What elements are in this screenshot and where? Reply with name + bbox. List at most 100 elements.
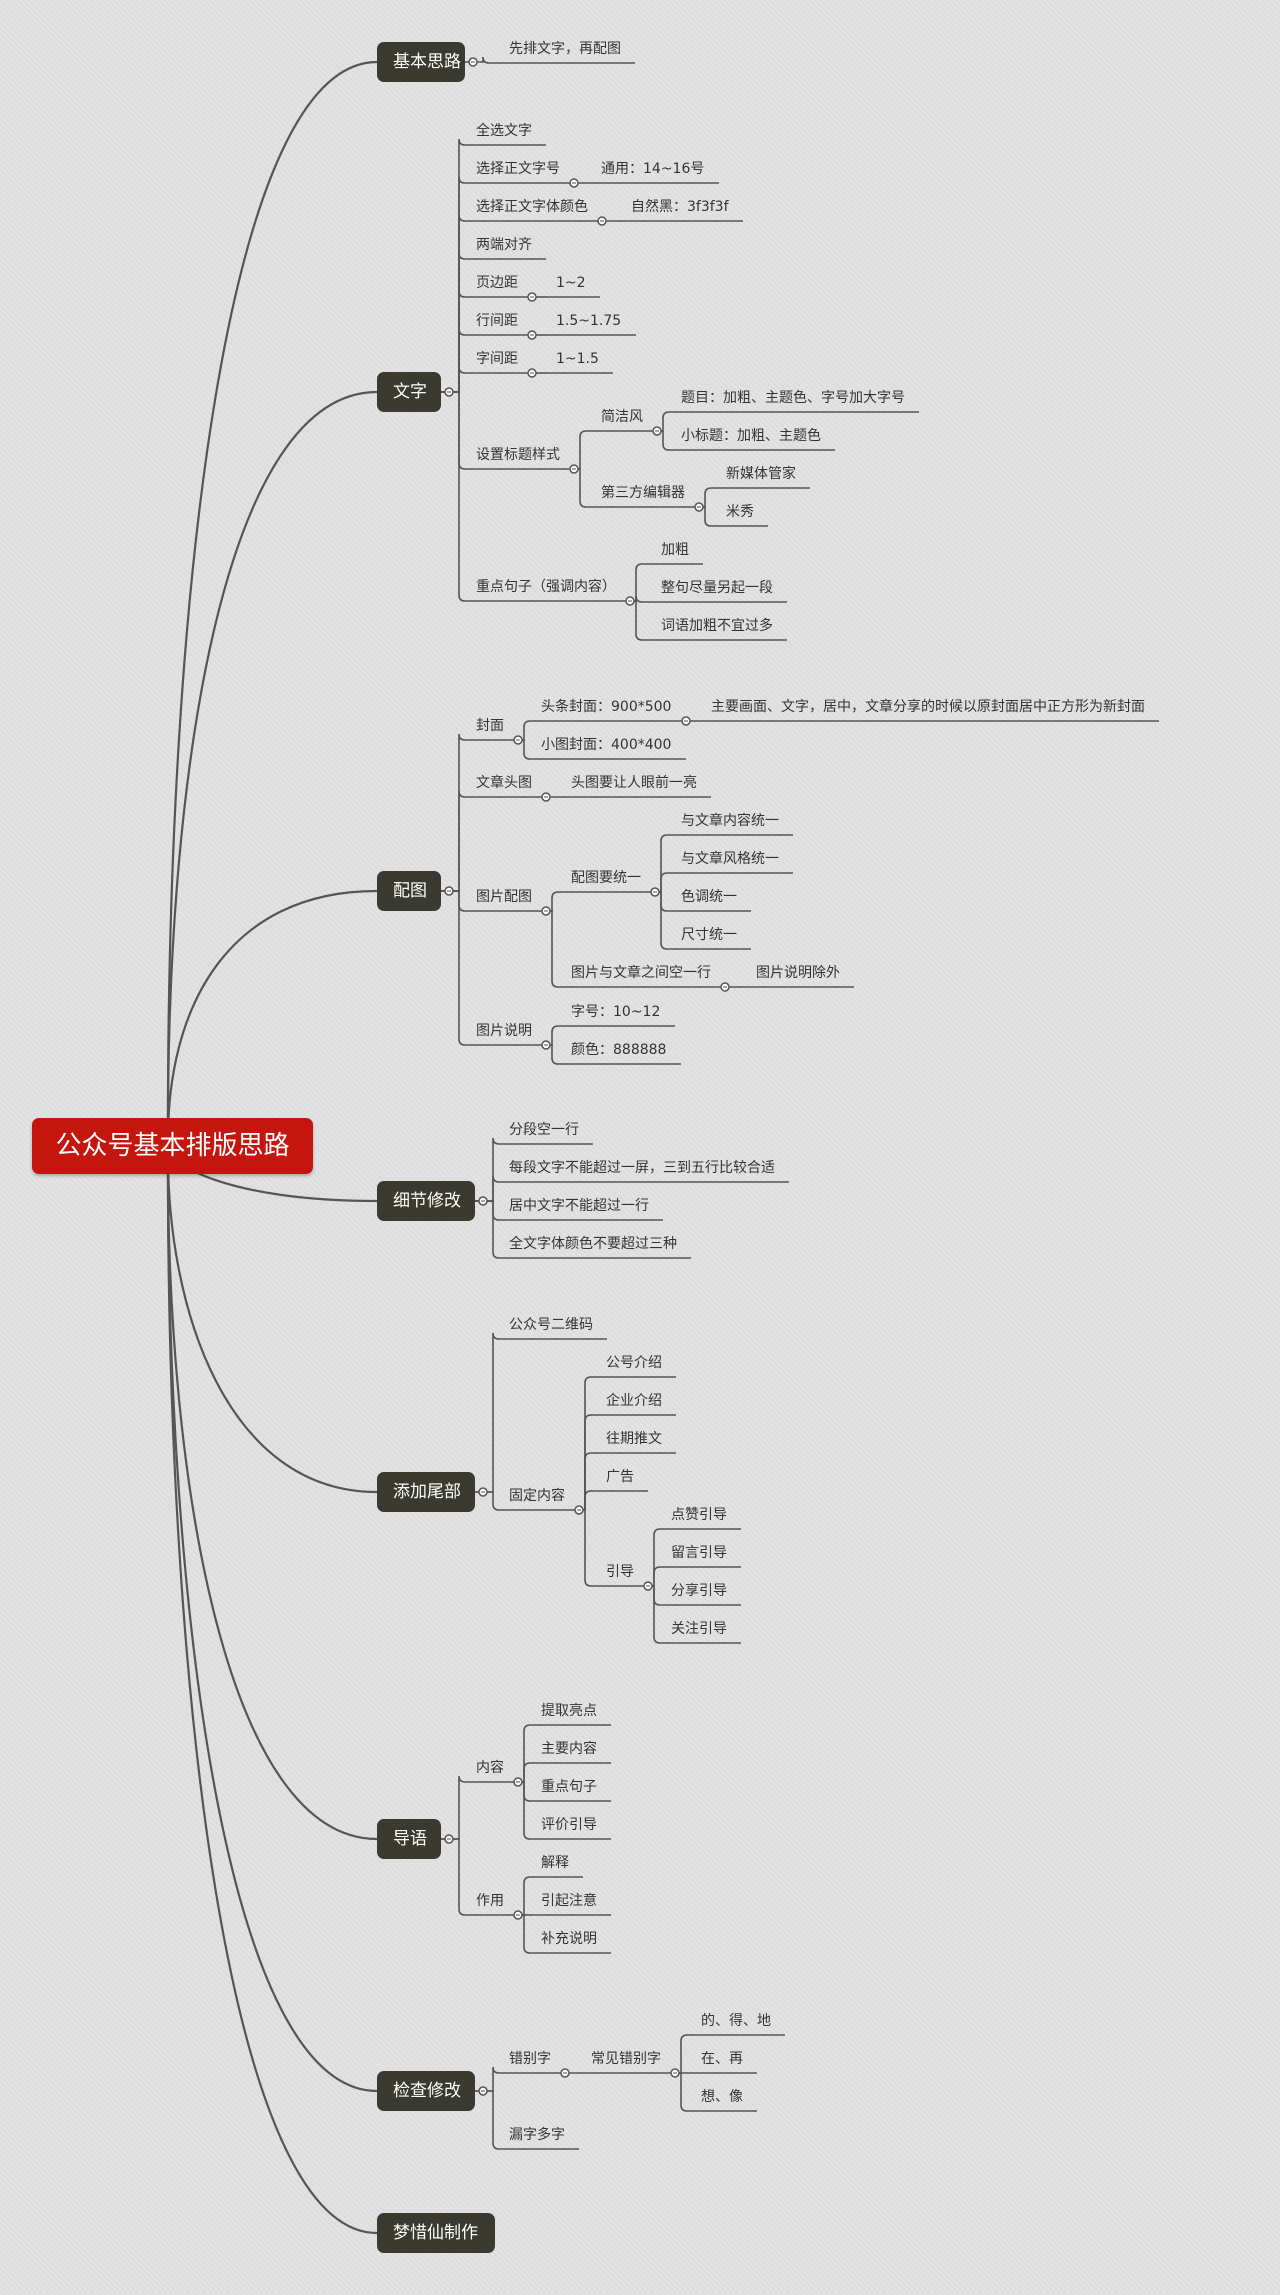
branch-topic-0[interactable]: 基本思路 <box>377 42 465 82</box>
topic-2-0[interactable]: 封面 <box>476 718 504 734</box>
topic-2-1[interactable]: 文章头图 <box>476 775 532 791</box>
link-3-3 <box>475 1200 501 1259</box>
topic-1-7-0-1[interactable]: 小标题：加粗、主题色 <box>681 428 821 444</box>
link-1-2 <box>441 214 468 393</box>
link-3-1 <box>475 1175 501 1202</box>
topic-6-1[interactable]: 漏字多字 <box>509 2127 565 2143</box>
topic-1-7[interactable]: 设置标题样式 <box>476 447 560 463</box>
topic-2-3[interactable]: 图片说明 <box>476 1023 532 1039</box>
topic-6-0-0-0[interactable]: 的、得、地 <box>701 2013 771 2029</box>
link-2-1 <box>441 790 468 892</box>
branch-topic-3[interactable]: 细节修改 <box>377 1181 475 1221</box>
topic-1-2[interactable]: 选择正文字体颜色 <box>476 199 588 215</box>
topic-2-2-0-0[interactable]: 与文章内容统一 <box>681 813 779 829</box>
topic-1-1-0[interactable]: 通用：14~16号 <box>601 161 705 177</box>
topic-4-0[interactable]: 公众号二维码 <box>509 1317 593 1333</box>
topic-1-8-1[interactable]: 整句尽量另起一段 <box>661 580 773 596</box>
topic-5-1-0[interactable]: 解释 <box>541 1855 569 1871</box>
topic-4-1-3[interactable]: 广告 <box>606 1469 634 1485</box>
link-1-7-1 <box>574 468 593 508</box>
branch-topic-7[interactable]: 梦惜仙制作 <box>377 2213 495 2253</box>
topic-2-1-0[interactable]: 头图要让人眼前一亮 <box>571 775 697 791</box>
topic-1-8[interactable]: 重点句子（强调内容） <box>476 579 616 595</box>
topic-5-1-2[interactable]: 补充说明 <box>541 1931 597 1947</box>
topic-4-1-4-2[interactable]: 分享引导 <box>671 1583 727 1599</box>
topic-4-1-4-3[interactable]: 关注引导 <box>671 1621 727 1637</box>
topic-2-3-1[interactable]: 颜色：888888 <box>571 1042 667 1058</box>
topic-2-2[interactable]: 图片配图 <box>476 889 532 905</box>
topic-1-7-1-0[interactable]: 新媒体管家 <box>726 466 796 482</box>
topic-2-2-0-1[interactable]: 与文章风格统一 <box>681 851 779 867</box>
link-4-1-4-1 <box>648 1566 663 1587</box>
topic-3-1[interactable]: 每段文字不能超过一屏，三到五行比较合适 <box>509 1160 775 1176</box>
topic-4-1[interactable]: 固定内容 <box>509 1488 565 1504</box>
topic-1-2-0[interactable]: 自然黑：3f3f3f <box>631 199 729 215</box>
topic-1-4-0[interactable]: 1~2 <box>556 275 586 291</box>
topic-1-7-0[interactable]: 简洁风 <box>601 409 643 425</box>
topic-2-0-0-0[interactable]: 主要画面、文字，居中，文章分享的时候以原封面居中正方形为新封面 <box>711 699 1145 715</box>
topic-4-1-4[interactable]: 引导 <box>606 1564 634 1580</box>
topic-1-6-0[interactable]: 1~1.5 <box>556 351 599 367</box>
link-4-1-4-0 <box>648 1528 663 1587</box>
topic-2-2-1[interactable]: 图片与文章之间空一行 <box>571 965 711 981</box>
link-5-1 <box>441 1838 468 1916</box>
topic-2-2-0-2[interactable]: 色调统一 <box>681 889 737 905</box>
topic-5-1-1[interactable]: 引起注意 <box>541 1893 597 1909</box>
topic-1-6[interactable]: 字间距 <box>476 351 518 367</box>
topic-6-0-0[interactable]: 常见错别字 <box>591 2051 661 2067</box>
link-5-0-1 <box>518 1762 533 1783</box>
link-1-7-0 <box>574 430 593 470</box>
topic-1-8-0[interactable]: 加粗 <box>661 542 689 558</box>
topic-1-1[interactable]: 选择正文字号 <box>476 161 560 177</box>
topic-5-1[interactable]: 作用 <box>476 1893 504 1909</box>
topic-1-0[interactable]: 全选文字 <box>476 123 532 139</box>
branch-topic-5[interactable]: 导语 <box>377 1819 441 1859</box>
topic-0-0[interactable]: 先排文字，再配图 <box>509 41 621 57</box>
topic-4-1-4-1[interactable]: 留言引导 <box>671 1545 727 1561</box>
link-5-0-3 <box>518 1781 533 1840</box>
topic-2-2-0-3[interactable]: 尺寸统一 <box>681 927 737 943</box>
root-topic[interactable]: 公众号基本排版思路 <box>32 1118 313 1174</box>
topic-6-0-0-2[interactable]: 想、像 <box>701 2089 743 2105</box>
topic-4-1-4-0[interactable]: 点赞引导 <box>671 1507 727 1523</box>
topic-2-2-1-0[interactable]: 图片说明除外 <box>756 965 840 981</box>
topic-1-5[interactable]: 行间距 <box>476 313 518 329</box>
topic-1-7-1-1[interactable]: 米秀 <box>726 504 754 520</box>
link-1-7-0-1 <box>657 430 673 451</box>
branch-topic-6[interactable]: 检查修改 <box>377 2071 475 2111</box>
branch-topic-2[interactable]: 配图 <box>377 871 441 911</box>
topic-4-1-2[interactable]: 往期推文 <box>606 1431 662 1447</box>
branch-topic-4[interactable]: 添加尾部 <box>377 1472 475 1512</box>
topic-5-0-1[interactable]: 主要内容 <box>541 1741 597 1757</box>
topic-5-0-3[interactable]: 评价引导 <box>541 1817 597 1833</box>
link-1-1 <box>441 176 468 393</box>
topic-2-2-0[interactable]: 配图要统一 <box>571 870 641 886</box>
topic-4-1-1[interactable]: 企业介绍 <box>606 1393 662 1409</box>
link-4-1-4-3 <box>648 1585 663 1644</box>
topic-6-0-0-1[interactable]: 在、再 <box>701 2051 743 2067</box>
topic-1-4[interactable]: 页边距 <box>476 275 518 291</box>
topic-5-0-2[interactable]: 重点句子 <box>541 1779 597 1795</box>
topic-2-0-0[interactable]: 头条封面：900*500 <box>541 699 672 715</box>
topic-1-5-0[interactable]: 1.5~1.75 <box>556 313 622 329</box>
topic-1-8-2[interactable]: 词语加粗不宜过多 <box>661 618 773 634</box>
topic-5-0[interactable]: 内容 <box>476 1760 504 1776</box>
topic-2-0-1[interactable]: 小图封面：400*400 <box>541 737 672 753</box>
topic-1-3[interactable]: 两端对齐 <box>476 237 532 253</box>
link-1-8-0 <box>630 563 653 602</box>
topic-3-0[interactable]: 分段空一行 <box>509 1122 579 1138</box>
branch-topic-1[interactable]: 文字 <box>377 372 441 412</box>
topic-6-0[interactable]: 错别字 <box>509 2051 551 2067</box>
link-1-8-1 <box>630 595 653 603</box>
link-4-1 <box>475 1491 501 1511</box>
topic-1-7-0-0[interactable]: 题目：加粗、主题色、字号加大字号 <box>681 390 905 406</box>
topic-3-3[interactable]: 全文字体颜色不要超过三种 <box>509 1236 677 1252</box>
topic-2-3-0[interactable]: 字号：10~12 <box>571 1004 661 1020</box>
topic-4-1-0[interactable]: 公号介绍 <box>606 1355 662 1371</box>
link-2-3-1 <box>546 1044 563 1065</box>
link-1-8-2 <box>630 600 653 641</box>
topic-1-7-1[interactable]: 第三方编辑器 <box>601 485 685 501</box>
topic-5-0-0[interactable]: 提取亮点 <box>541 1703 597 1719</box>
topic-3-2[interactable]: 居中文字不能超过一行 <box>509 1198 649 1214</box>
link-2-0-0 <box>518 720 533 741</box>
